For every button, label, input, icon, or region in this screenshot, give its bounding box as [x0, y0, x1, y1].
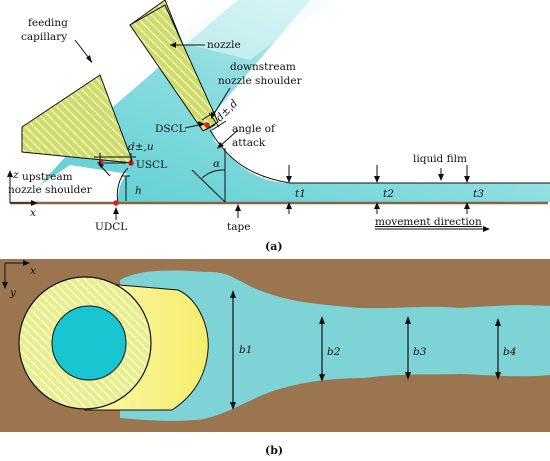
svg-text:t3: t3	[473, 188, 484, 200]
width-b1: b1	[230, 290, 252, 410]
label-dscl: DSCL	[155, 123, 186, 135]
svg-text:y: y	[9, 287, 17, 299]
panel-a: d±,d d±,u h α t1 t2	[7, 0, 550, 253]
width-b3: b3	[405, 316, 427, 380]
svg-text:b2: b2	[327, 346, 341, 358]
label-h: h	[135, 185, 142, 197]
udcl-point	[113, 200, 119, 206]
axes-a: z x	[7, 169, 38, 219]
label-alpha: α	[213, 158, 220, 170]
dscl-point	[204, 122, 210, 128]
label-movement: movement direction	[375, 216, 482, 228]
thickness-t3: t3	[464, 165, 484, 214]
caption-a: (a)	[265, 240, 283, 253]
label-nozzle: nozzle	[207, 39, 241, 51]
label-downstream-2: nozzle shoulder	[218, 75, 303, 87]
label-upstream-1: upstream	[22, 171, 73, 183]
svg-text:b3: b3	[413, 346, 427, 358]
thickness-t2: t2	[374, 165, 394, 214]
label-udcl: UDCL	[95, 221, 127, 233]
label-downstream-1: downstream	[230, 61, 296, 73]
width-b2: b2	[319, 316, 341, 382]
label-angle-1: angle of	[232, 123, 276, 135]
nozzle-lower	[21, 74, 134, 164]
label-liquid-film: liquid film	[413, 153, 467, 165]
liquid-in-capillary	[40, 0, 550, 202]
svg-text:z: z	[12, 169, 19, 181]
svg-text:b4: b4	[503, 346, 516, 358]
svg-text:t2: t2	[383, 188, 394, 200]
label-angle-2: attack	[232, 137, 266, 149]
label-d-u: d±,u	[128, 141, 154, 153]
svg-text:x: x	[30, 207, 36, 219]
svg-text:t1: t1	[295, 188, 306, 200]
svg-text:b1: b1	[239, 344, 252, 356]
label-feeding-2: capillary	[21, 31, 67, 43]
caption-b: (b)	[265, 444, 283, 457]
label-feeding-1: feeding	[28, 17, 68, 29]
panel-b: b1 b2 b3 b4 x y (b)	[0, 259, 550, 457]
label-tape: tape	[227, 221, 250, 233]
capillary-bore	[51, 305, 127, 381]
liquid-stream	[120, 270, 550, 421]
svg-text:x: x	[30, 265, 36, 277]
axes-b: x y	[2, 260, 36, 299]
label-upstream-2: nozzle shoulder	[8, 184, 93, 196]
width-b4: b4	[495, 318, 516, 380]
thickness-t1: t1	[286, 165, 306, 214]
label-uscl: USCL	[136, 159, 167, 171]
